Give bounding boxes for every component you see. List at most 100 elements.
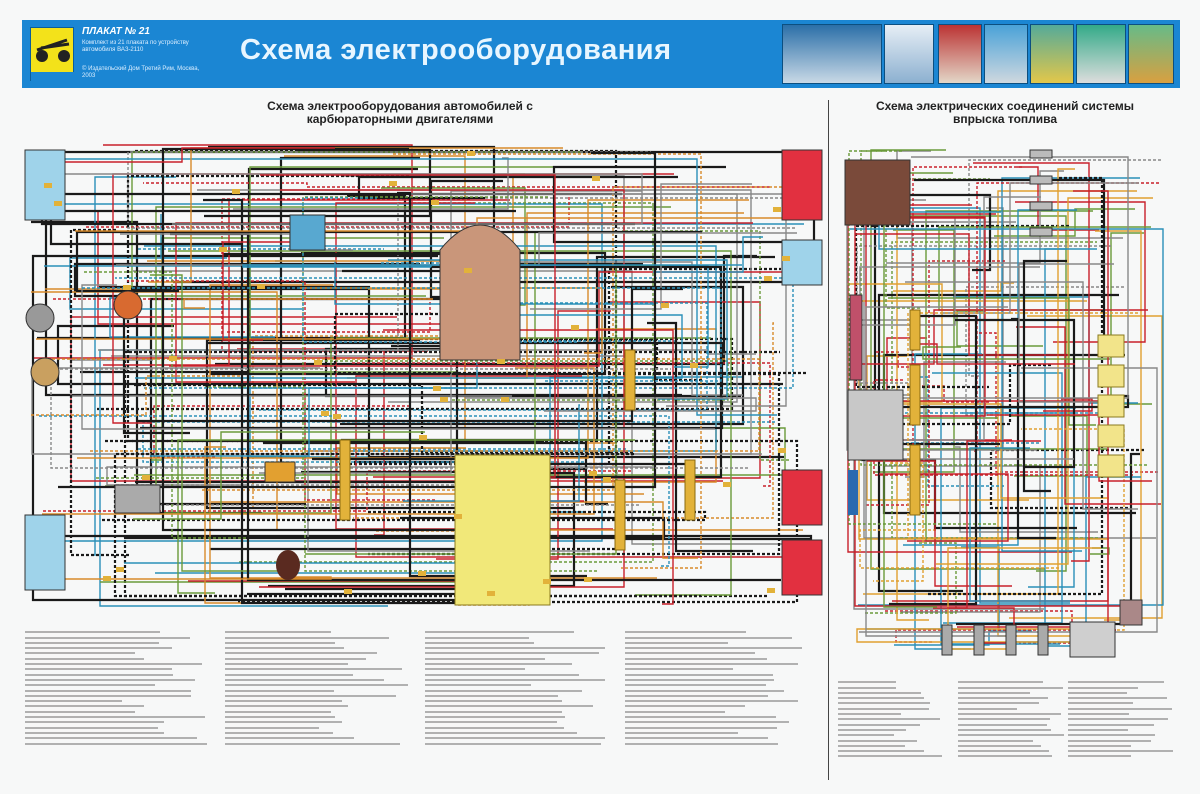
wire xyxy=(1011,415,1088,477)
connector xyxy=(339,439,351,521)
right-diagram-title: Схема электрических соединений системы в… xyxy=(875,99,1135,126)
wire xyxy=(956,310,1043,347)
wire xyxy=(475,338,702,382)
connector-pin xyxy=(169,356,177,361)
wire xyxy=(850,228,1164,606)
connector-pin xyxy=(584,577,592,582)
wire xyxy=(653,236,763,273)
poster-number: ПЛАКАТ № 21 xyxy=(82,26,150,37)
connector-pin xyxy=(419,435,427,440)
connector-pin xyxy=(344,589,352,594)
ignition-module xyxy=(844,159,911,226)
connector-pin xyxy=(440,397,448,402)
connector-pin xyxy=(431,200,439,205)
wire xyxy=(388,259,728,400)
relay xyxy=(1097,364,1125,388)
wire xyxy=(316,360,729,401)
wire xyxy=(259,302,708,411)
fuse-relay-block xyxy=(454,454,551,606)
connector-pin xyxy=(592,176,600,181)
wire xyxy=(222,241,318,341)
connector-pin xyxy=(44,183,52,188)
copyright: © Издательский Дом Третий Рим, Москва, 2… xyxy=(82,66,200,79)
wire xyxy=(888,297,1096,426)
connector xyxy=(909,364,921,426)
distributor xyxy=(113,290,143,320)
wire xyxy=(113,452,701,598)
wire xyxy=(853,319,1044,610)
wire xyxy=(84,271,249,539)
wire xyxy=(1090,547,1110,555)
connector-pin xyxy=(389,181,397,186)
injector xyxy=(1037,624,1049,656)
wire xyxy=(95,196,548,479)
wire xyxy=(100,510,707,522)
wire xyxy=(865,260,1005,506)
wire xyxy=(936,197,1153,565)
wire xyxy=(889,314,978,606)
injector xyxy=(941,624,953,656)
wire xyxy=(907,312,1139,539)
horn xyxy=(25,303,55,333)
connector-pin xyxy=(123,285,131,290)
wire xyxy=(161,147,497,532)
wire xyxy=(897,207,1070,604)
wire xyxy=(969,447,1070,602)
wire xyxy=(58,147,335,163)
wire xyxy=(859,529,1059,569)
wire xyxy=(81,284,715,430)
wire xyxy=(54,158,777,416)
wire xyxy=(160,214,227,259)
wire xyxy=(410,193,787,407)
connector-pin xyxy=(232,189,240,194)
wire xyxy=(495,261,743,396)
wire xyxy=(905,281,1138,510)
wire xyxy=(854,224,1069,389)
wire xyxy=(183,298,433,309)
wire xyxy=(205,386,597,572)
wire xyxy=(127,280,435,501)
component-legend xyxy=(425,628,610,748)
connector-pin xyxy=(767,588,775,593)
wire xyxy=(847,213,1072,553)
wire xyxy=(918,343,1075,365)
connector-pin xyxy=(778,448,786,453)
injector xyxy=(1005,624,1017,656)
sensor xyxy=(849,294,863,381)
instrument-cluster xyxy=(439,224,521,361)
tail-light-right-rear xyxy=(781,539,823,596)
wire xyxy=(973,162,1090,562)
wire xyxy=(530,183,752,310)
wire xyxy=(221,198,470,352)
component-legend xyxy=(958,678,1068,761)
fan-motor xyxy=(30,357,60,387)
wire xyxy=(352,362,771,487)
wire xyxy=(211,501,698,559)
poster-thumbnail xyxy=(1076,24,1126,84)
publisher-logo xyxy=(30,27,75,82)
relay xyxy=(1097,454,1125,478)
poster-thumbnail xyxy=(884,24,934,84)
wire xyxy=(177,439,635,594)
wire xyxy=(873,462,924,582)
wire xyxy=(1018,263,1114,403)
wire xyxy=(979,332,1158,473)
wire xyxy=(279,156,420,484)
wire xyxy=(32,576,332,580)
wire xyxy=(933,440,1041,609)
wire xyxy=(393,153,702,569)
relay xyxy=(264,461,296,483)
wire xyxy=(465,397,757,412)
wire xyxy=(552,165,798,244)
connector-pin xyxy=(501,397,509,402)
wire xyxy=(847,309,1148,365)
connector-pin xyxy=(116,567,124,572)
wire xyxy=(865,542,957,614)
wire xyxy=(892,464,1109,602)
headlight-left-rear xyxy=(24,514,66,591)
idle-valve xyxy=(1119,599,1143,626)
component-legend xyxy=(625,628,810,748)
connector-pin xyxy=(321,411,329,416)
wire xyxy=(127,151,795,229)
poster-thumbnail xyxy=(938,24,982,84)
